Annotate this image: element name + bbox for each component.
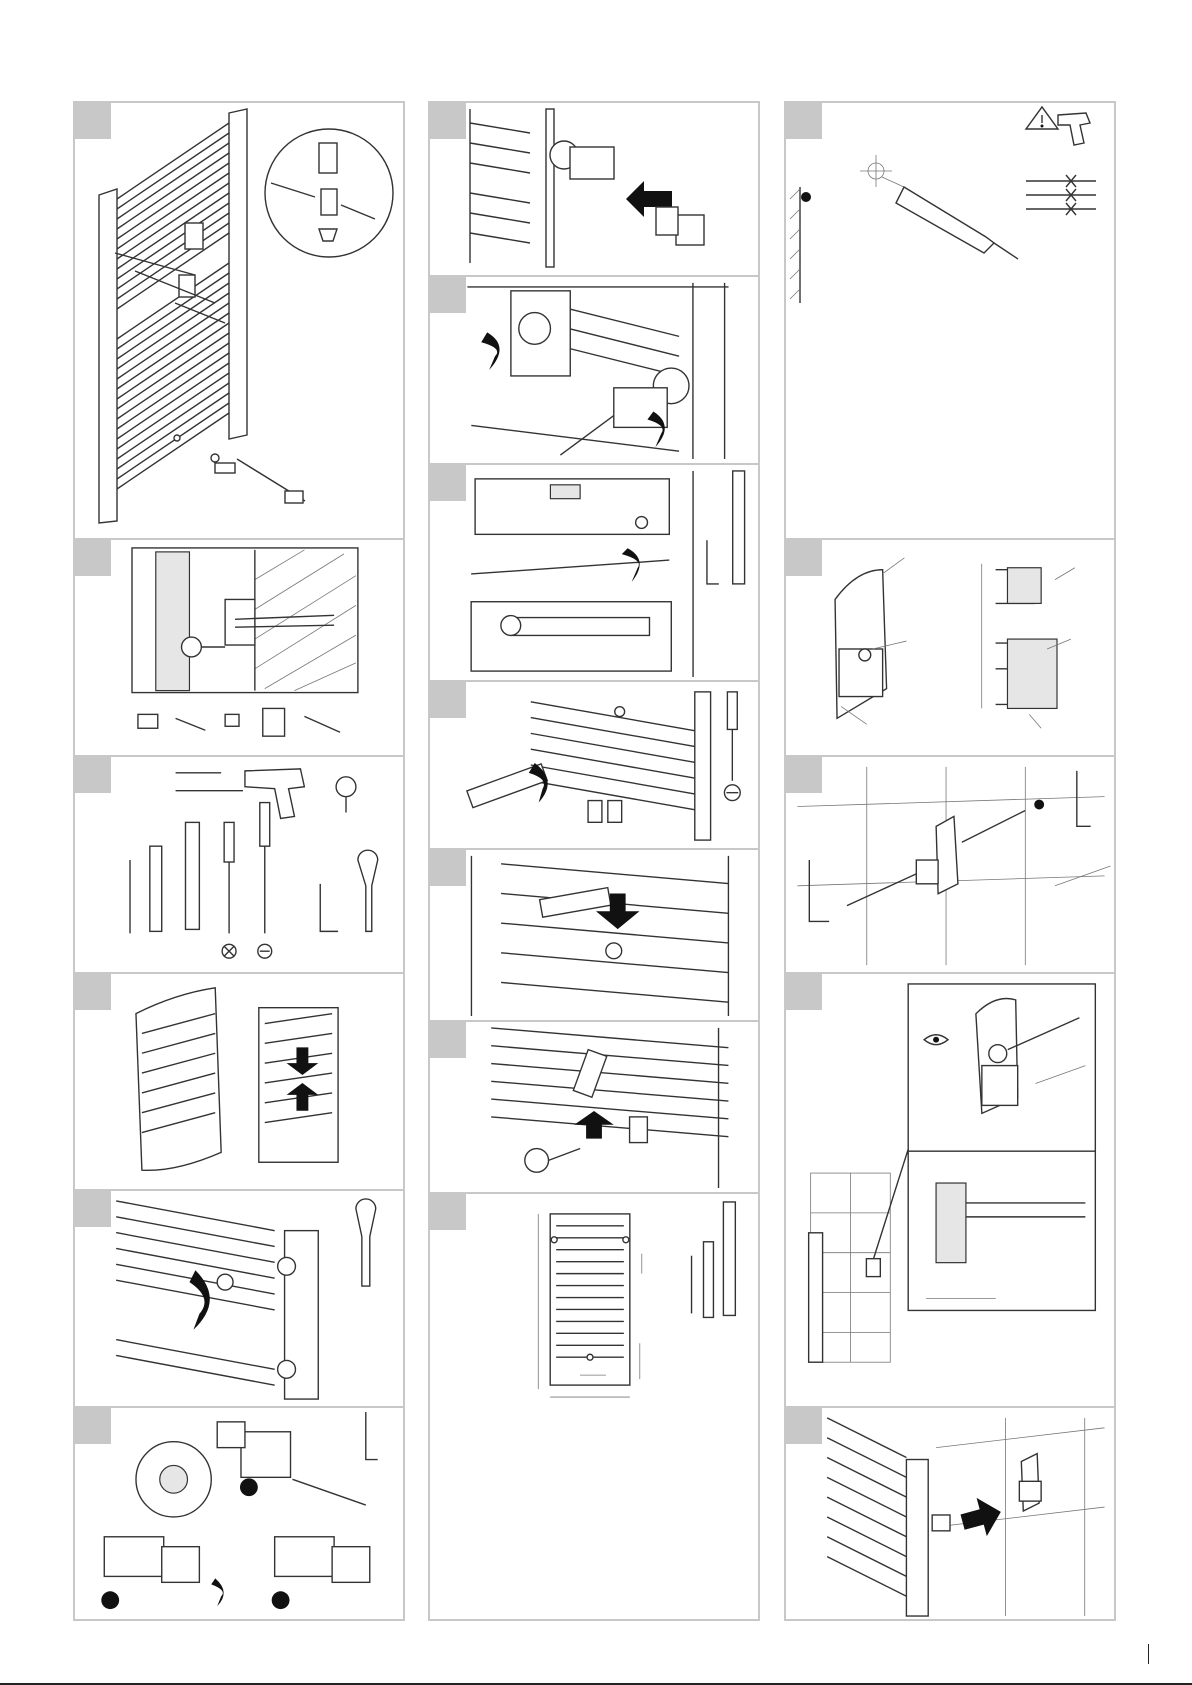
plug-insert-illustration (430, 850, 758, 1020)
bottom-screw-illustration (430, 1022, 758, 1192)
unpacking-illustration (75, 974, 403, 1189)
marker-dot (101, 1591, 119, 1609)
hex-key-icon (1077, 771, 1091, 826)
folding-rule-icon (703, 1242, 713, 1318)
step-panel-wrench (75, 1189, 403, 1406)
marker-dot (272, 1591, 290, 1609)
marker-dot (240, 1478, 258, 1496)
valve-adapter-illustration (75, 1408, 403, 1619)
hex-key-icon (320, 884, 338, 932)
column-2 (428, 101, 760, 1621)
step-panel-hang-radiator (786, 1406, 1114, 1619)
insert-pin-illustration (430, 103, 758, 275)
rotate-arrow-icon (622, 548, 640, 582)
drilling-illustration (786, 103, 1114, 538)
step-panel-bracket-mount (786, 755, 1114, 972)
wrench-step-illustration (75, 1191, 403, 1406)
hang-radiator-illustration (786, 1408, 1114, 1619)
tools-illustration (75, 757, 403, 972)
step-panel-valve-adapter (75, 1406, 403, 1619)
step-panel-rotate-pin (430, 275, 758, 463)
drill-bit-icon (896, 187, 994, 253)
bracket-adjust-illustration (786, 974, 1114, 1406)
step-panel-unpacking (75, 972, 403, 1189)
column-1 (73, 101, 405, 1621)
screwdriver-step-illustration (430, 682, 758, 848)
hex-key-icon (707, 540, 719, 584)
step-panel-plug-insert (430, 848, 758, 1020)
drill-icon (1058, 113, 1090, 145)
step-panel-bracket-adjust (786, 972, 1114, 1406)
step-panel-overview (75, 103, 403, 538)
rotate-arrow-icon (211, 1578, 223, 1606)
hex-key-icon (809, 860, 829, 921)
spirit-level-icon (723, 1202, 735, 1315)
step-panel-bottom-screw (430, 1020, 758, 1192)
spirit-level-icon (185, 822, 199, 929)
bracket-mount-illustration (786, 757, 1114, 972)
page-marker (1148, 1644, 1149, 1664)
wrench-icon (358, 850, 378, 931)
step-panel-drilling (786, 103, 1114, 538)
drill-icon (245, 769, 304, 819)
step-panel-level (430, 463, 758, 680)
step-panel-wall-fixing (75, 538, 403, 755)
step-panel-tools (75, 755, 403, 972)
rotate-arrow-icon (481, 332, 499, 370)
column-3 (784, 101, 1116, 1621)
step-panel-insert-pin (430, 103, 758, 275)
measure-illustration (430, 1194, 758, 1619)
overview-illustration (75, 103, 403, 538)
radiator-key-icon (336, 777, 356, 813)
arrow-right-icon (957, 1493, 1006, 1542)
bracket-dimensions-illustration (786, 540, 1114, 755)
step-panel-screwdriver (430, 680, 758, 848)
step-panel-bracket-dimensions (786, 538, 1114, 755)
step-panel-measure (430, 1192, 758, 1619)
wrench-icon (356, 1199, 376, 1286)
hex-key-icon (366, 1412, 378, 1460)
wall-fixing-illustration (75, 540, 403, 755)
rotate-pin-illustration (430, 277, 758, 463)
level-illustration (430, 465, 758, 680)
rotate-arrow-icon (189, 1270, 209, 1329)
folding-rule-icon (150, 846, 162, 931)
